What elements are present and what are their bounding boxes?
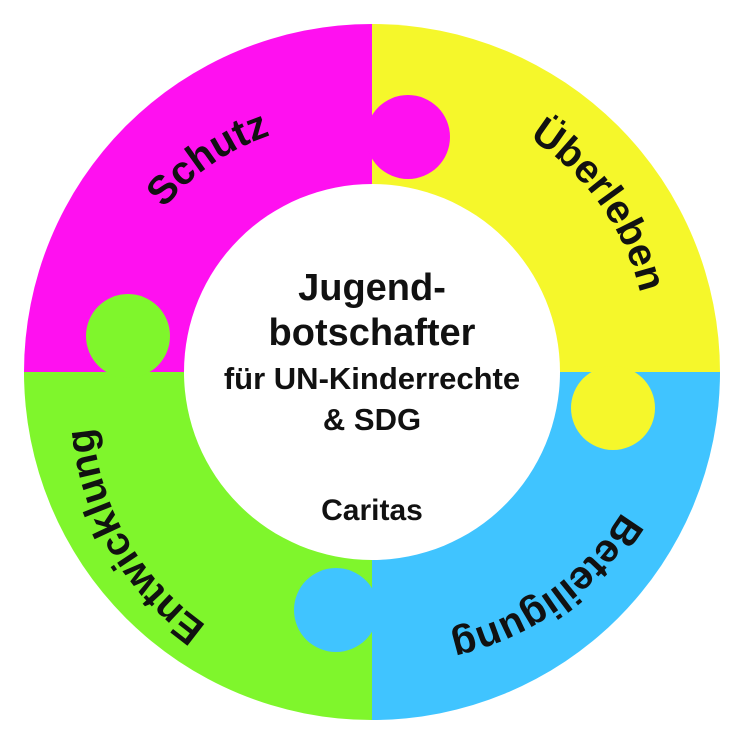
center-subtitle-line-1: für UN-Kinderrechte	[224, 361, 520, 396]
center-circle	[184, 184, 560, 560]
puzzle-knob-yellow	[571, 366, 655, 450]
puzzle-knob-blue	[294, 568, 378, 652]
center-title-line-2: botschafter	[269, 312, 476, 354]
puzzle-knob-magenta	[366, 95, 450, 179]
puzzle-knob-green	[86, 294, 170, 378]
organization-name: Caritas	[321, 494, 423, 527]
center-subtitle-line-2: & SDG	[323, 402, 421, 437]
center-title-line-1: Jugend-	[298, 267, 446, 309]
